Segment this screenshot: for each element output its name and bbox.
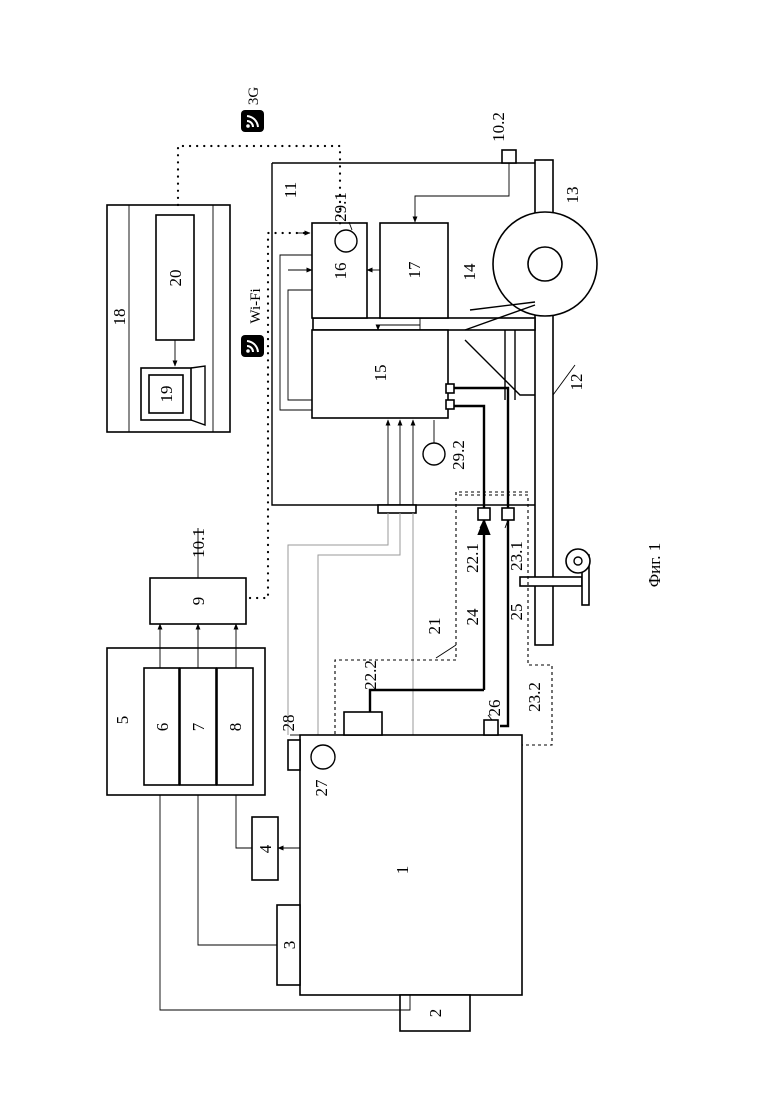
label-23-2: 23.2: [525, 682, 544, 712]
label-3: 3: [280, 941, 299, 950]
connector-23-1: [502, 508, 514, 520]
label-26: 26: [485, 700, 504, 717]
label-3g: 3G: [246, 87, 262, 106]
label-2: 2: [426, 1009, 445, 1018]
label-11: 11: [281, 182, 300, 198]
wifi-icon: [241, 335, 264, 357]
label-22-2: 22.2: [361, 660, 380, 690]
label-8: 8: [226, 723, 245, 732]
figure-caption: Фиг. 1: [645, 543, 664, 588]
label-1: 1: [393, 866, 412, 875]
label-21: 21: [425, 618, 444, 635]
label-23-1: 23.1: [507, 541, 526, 571]
block-22-2: [344, 712, 382, 735]
wifi-link: [250, 233, 306, 598]
label-15: 15: [371, 365, 390, 382]
label-6: 6: [153, 723, 172, 732]
connector-22-1: [478, 508, 490, 520]
label-29-1: 29.1: [331, 192, 350, 222]
label-25: 25: [507, 604, 526, 621]
label-10-1: 10.1: [189, 528, 208, 558]
tow-hitch: [520, 549, 590, 605]
sensor-10-2: [502, 150, 516, 163]
sensor-29-2: [423, 443, 445, 465]
connector-28: [288, 740, 300, 770]
label-12: 12: [567, 374, 586, 391]
sensor-26: [484, 720, 498, 735]
signal-bus: [288, 420, 416, 735]
label-27: 27: [312, 779, 331, 797]
label-19: 19: [157, 386, 176, 403]
label-10-2: 10.2: [489, 112, 508, 142]
label-24: 24: [463, 608, 482, 626]
label-4: 4: [256, 844, 275, 853]
label-29-2: 29.2: [449, 440, 468, 470]
label-20: 20: [166, 270, 185, 287]
wheel-13: [493, 212, 597, 316]
label-16: 16: [331, 263, 350, 280]
label-17: 17: [405, 261, 424, 279]
label-14: 14: [460, 263, 479, 281]
label-28: 28: [279, 715, 298, 732]
label-9: 9: [189, 597, 208, 606]
label-18: 18: [110, 309, 129, 326]
line-24-25: [370, 388, 508, 726]
label-7: 7: [189, 722, 208, 731]
block-1: [300, 735, 522, 995]
label-13: 13: [563, 187, 582, 204]
label-22-1: 22.1: [463, 543, 482, 573]
label-wifi: Wi-Fi: [248, 288, 264, 323]
3g-icon: [241, 110, 264, 132]
label-5: 5: [113, 716, 132, 725]
